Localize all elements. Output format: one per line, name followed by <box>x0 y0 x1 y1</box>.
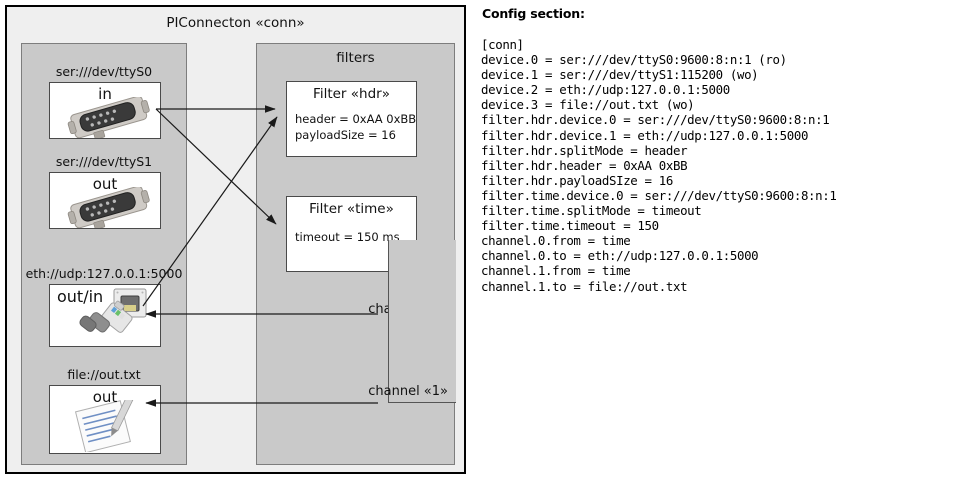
serial-port-icon <box>67 187 150 228</box>
config-line: [conn] <box>481 37 524 52</box>
config-line: channel.0.to = eth://udp:127.0.0.1:5000 <box>481 248 759 264</box>
device-io-0: in <box>98 85 112 103</box>
device-label-0: ser:///dev/ttyS0 <box>55 64 153 79</box>
filters-panel-title: filters <box>336 50 375 66</box>
config-line: channel.1.to = file://out.txt <box>481 278 688 294</box>
config-line: device.2 = eth://udp:127.0.0.1:5000 <box>481 82 730 98</box>
config-line: device.3 = file://out.txt (wo) <box>481 97 695 113</box>
serial-port-icon <box>67 97 150 138</box>
devices-panel: ser:///dev/ttyS0 in <box>21 43 187 465</box>
filter-attr-hdr-1: payloadSize = 16 <box>295 128 396 142</box>
filter-box-hdr[interactable]: Filter «hdr» header = 0xAA 0xBB payloadS… <box>286 81 417 157</box>
device-box-2[interactable]: out/in <box>49 284 161 347</box>
filter-attr-time-0: timeout = 150 ms <box>295 230 400 244</box>
channel-box-1[interactable]: channel «1» <box>368 240 456 403</box>
diagram-title: PIConnecton «conn» <box>166 15 305 31</box>
device-io-1: out <box>92 175 118 193</box>
device-label-3: file://out.txt <box>67 367 141 382</box>
device-io-3: out <box>92 388 118 406</box>
config-line: filter.hdr.device.1 = eth://udp:127.0.0.… <box>481 127 809 143</box>
text-file-icon <box>74 400 134 452</box>
config-heading: Config section: <box>482 6 585 21</box>
config-line: filter.time.splitMode = timeout <box>481 203 702 219</box>
device-io-2: out/in <box>57 287 104 306</box>
config-line: channel.0.from = time <box>481 233 631 249</box>
config-line: filter.hdr.payloadSIze = 16 <box>481 172 673 188</box>
filters-panel: filters Filter «hdr» header = 0xAA 0xBB … <box>256 43 456 465</box>
config-line: filter.hdr.splitMode = header <box>481 142 688 158</box>
config-line: filter.time.device.0 = ser:///dev/ttyS0:… <box>481 187 837 203</box>
filter-attr-hdr-0: header = 0xAA 0xBB <box>295 112 417 126</box>
channel-label-1: channel «1» <box>368 384 448 399</box>
config-line: device.0 = ser:///dev/ttyS0:9600:8:n:1 (… <box>481 52 787 68</box>
filter-title-hdr: Filter «hdr» <box>313 86 390 102</box>
config-line: filter.hdr.header = 0xAA 0xBB <box>481 157 688 173</box>
device-label-1: ser:///dev/ttyS1 <box>55 154 153 169</box>
config-line: filter.time.timeout = 150 <box>481 218 659 234</box>
device-box-1[interactable]: out <box>49 172 161 229</box>
config-line: channel.1.from = time <box>481 263 631 279</box>
diagram-outer-frame: PIConnecton «conn» ser:///dev/ttyS0 in <box>5 5 466 474</box>
filter-box-time[interactable]: Filter «time» timeout = 150 ms <box>286 196 417 272</box>
config-lines: [conn] device.0 = ser:///dev/ttyS0:9600:… <box>481 37 959 294</box>
config-line: device.1 = ser:///dev/ttyS1:115200 (wo) <box>481 67 759 83</box>
device-box-3[interactable]: out <box>49 385 161 454</box>
device-box-0[interactable]: in <box>49 82 161 139</box>
config-line: filter.hdr.device.0 = ser:///dev/ttyS0:9… <box>481 112 830 128</box>
ethernet-plug-icon <box>79 288 147 333</box>
filter-title-time: Filter «time» <box>309 201 394 217</box>
config-section: Config section: [conn] device.0 = ser://… <box>481 6 959 294</box>
device-label-2: eth://udp:127.0.0.1:5000 <box>25 266 183 281</box>
